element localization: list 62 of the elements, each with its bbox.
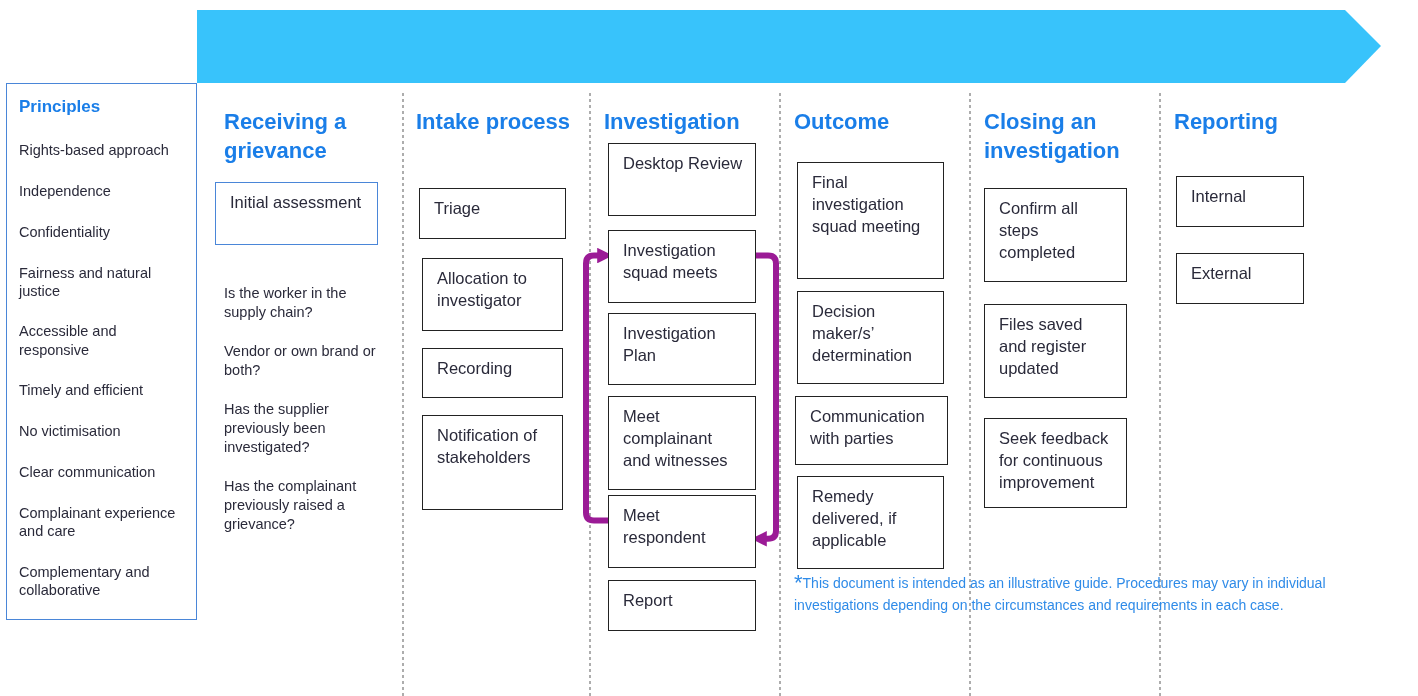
process-box [797,476,944,569]
process-box [608,313,756,385]
box-text: Confirm all steps completed [999,198,1079,263]
process-box [608,143,756,216]
box-text: Investigation Plan [623,323,717,366]
process-box [795,396,948,465]
question-text: Has the supplier previously been investigated? [224,400,330,457]
principle-item: Confidentiality [19,222,112,241]
process-box [608,495,756,568]
box-text: Allocation to investigator [437,268,528,311]
box-text: Triage [434,198,482,219]
box-text: Notification of stakeholders [437,425,538,468]
process-box [984,418,1127,508]
process-box [422,415,563,510]
column-heading: Receiving a grievance [224,108,348,166]
principles-panel [6,83,197,620]
process-box [419,188,566,239]
process-box [422,348,563,398]
process-box [984,188,1127,282]
principle-item: Clear communication [19,462,157,482]
box-text: Files saved and register updated [999,314,1088,379]
question-text: Is the worker in the supply chain? [224,284,348,322]
process-box [608,580,756,631]
process-box [608,396,756,490]
box-text: Desktop Review [623,153,743,174]
column-heading: Reporting [1174,108,1279,136]
principle-item: Timely and efficient [19,381,145,400]
box-text: Meet respondent [623,505,707,548]
principle-item: Accessible and responsive [19,322,118,359]
principle-item: No victimisation [19,422,122,441]
process-box [797,162,944,279]
box-text: External [1191,263,1253,284]
box-text: Communication with parties [810,406,926,449]
process-box [1176,176,1304,227]
box-text: Meet complainant and witnesses [623,406,729,471]
principle-item: Fairness and natural justice [19,263,153,300]
box-text: Decision maker/s’ determination [812,301,913,366]
question-text: Vendor or own brand or both? [224,342,377,380]
box-text: Initial assessment [230,192,363,213]
process-box [797,291,944,384]
principle-item: Complainant experience and care [19,503,177,540]
process-box [608,230,756,303]
column-heading: Closing an investigation [984,108,1121,166]
box-text: Investigation squad meets [623,240,719,283]
principle-item: Rights-based approach [19,141,170,160]
box-text: Remedy delivered, if applicable [812,486,898,551]
principle-item: Independence [19,181,112,201]
box-text: Recording [437,358,514,379]
principle-item: Complementary and collaborative [19,562,151,599]
panel-heading: Principles [19,96,102,118]
column-heading: Investigation [604,108,741,136]
box-text: Seek feedback for continuous improvement [999,428,1110,493]
process-box [215,182,378,245]
box-text: Report [623,590,674,611]
box-text: Final investigation squad meeting [812,172,922,237]
process-box [984,304,1127,398]
column-heading: Outcome [794,108,891,136]
process-box [1176,253,1304,304]
process-box [422,258,563,331]
column-heading: Intake process [416,108,572,136]
box-text: Internal [1191,186,1248,207]
question-text: Has the complainant previously raised a grievance? [224,477,358,534]
